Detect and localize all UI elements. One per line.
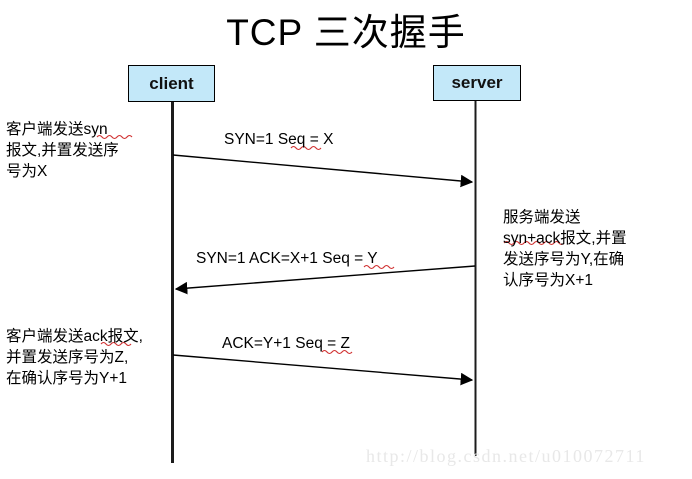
participant-box-server: server	[433, 65, 521, 101]
message-arrow-2	[174, 265, 476, 295]
note-server-synack: 服务端发送 syn+ack报文,并置 发送序号为Y,在确 认序号为X+1	[503, 209, 627, 289]
squiggle-underline-seq-3	[321, 349, 353, 355]
page-title: TCP 三次握手	[226, 12, 466, 53]
message-label-2: SYN=1 ACK=X+1 Seq = Y	[196, 250, 378, 267]
note-client-ack: 客户端发送ack报文, 并置发送序号为Z, 在确认序号为Y+1	[6, 328, 143, 387]
squiggle-underline-seq-1	[290, 145, 322, 151]
message-arrow-3	[172, 354, 474, 386]
participant-box-client: client	[128, 65, 215, 102]
squiggle-underline-synack-note	[503, 240, 565, 246]
message-label-1: SYN=1 Seq = X	[224, 131, 334, 148]
squiggle-underline-ack-note	[100, 341, 132, 347]
message-arrow-1	[172, 154, 474, 188]
watermark-url: http://blog.csdn.net/u010072711	[366, 446, 646, 466]
participant-label-server: server	[451, 73, 503, 92]
message-label-3: ACK=Y+1 Seq = Z	[222, 335, 350, 352]
squiggle-underline-syn-note	[96, 134, 133, 140]
squiggle-underline-seq-2	[363, 264, 395, 270]
participant-label-client: client	[149, 73, 194, 93]
note-client-syn: 客户端发送syn 报文,并置发送序 号为X	[6, 121, 119, 180]
